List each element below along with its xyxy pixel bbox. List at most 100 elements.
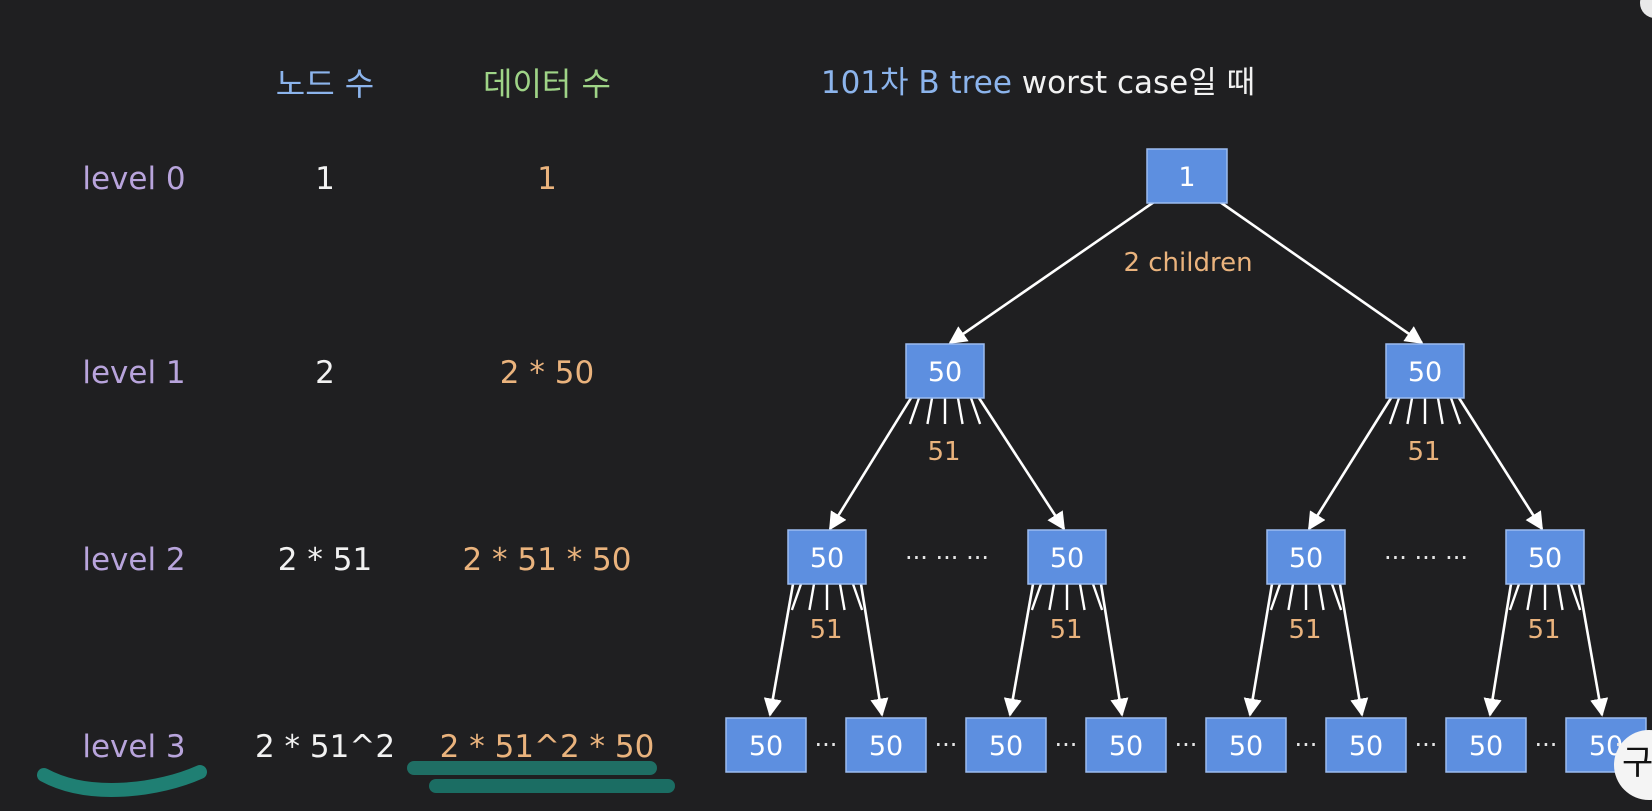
level1-node-2-fanout [1388, 397, 1462, 425]
level2-node-1-fanout-line-4 [851, 583, 864, 611]
level3-node-2: 50 [845, 717, 927, 773]
level3-ellipsis-4: ··· [1175, 731, 1198, 759]
level2-node-2-fanout-line-4 [1091, 583, 1104, 611]
level3-node-7-label: 50 [1469, 731, 1503, 762]
level2-node-2-box [1027, 529, 1107, 585]
level2-node-1-fanout-label: 51 [809, 615, 842, 645]
edge-root-left [948, 200, 1155, 345]
level2-node-3-fanout-line-0 [1269, 583, 1282, 611]
level3-node-2-box [845, 717, 927, 773]
level2-node-4-fanout [1508, 583, 1582, 611]
edge-level2-3-to-level3-left [1243, 583, 1274, 717]
level1-node-2: 50 [1385, 343, 1465, 399]
level-2-data-count: 2 * 51 * 50 [462, 542, 632, 578]
edge-level2-4-to-level3-right [1577, 583, 1609, 717]
level1-node-1-box [905, 343, 985, 399]
level-0-node-count: 1 [315, 161, 335, 197]
diagram-title-case: worst case일 때 [1011, 65, 1256, 101]
level2-node-4-fanout-line-3 [1556, 583, 1564, 611]
header-data-count: 데이터 수 [483, 65, 611, 103]
edge-level2-1-to-level3-right [859, 583, 889, 717]
level3-ellipsis-5: ··· [1295, 731, 1318, 759]
level-3-data-count: 2 * 51^2 * 50 [439, 729, 655, 765]
level1-node-2-fanout-line-4 [1449, 397, 1462, 425]
level3-ellipsis-2: ··· [935, 731, 958, 759]
level-0-data-count: 1 [537, 161, 557, 197]
edge-root-right [1219, 200, 1424, 345]
level-1-label: level 1 [82, 355, 186, 391]
level3-node-3-label: 50 [989, 731, 1023, 762]
level-1-node-count: 2 [315, 355, 335, 391]
level1-node-1-fanout-line-0 [908, 397, 921, 425]
level3-node-3: 50 [965, 717, 1047, 773]
level2-node-1-fanout [790, 583, 864, 611]
level2-node-1: 50 [787, 529, 867, 585]
root-node-label: 1 [1178, 162, 1195, 193]
level-3-label: level 3 [82, 729, 186, 765]
level-3-node-count: 2 * 51^2 [254, 729, 396, 765]
level2-node-3: 50 [1266, 529, 1346, 585]
edge-level2-1-to-level3-left [763, 583, 795, 717]
level-2-node-count: 2 * 51 [277, 542, 373, 578]
level1-node-1-fanout [908, 397, 982, 425]
level2-node-3-fanout-line-4 [1330, 583, 1343, 611]
level-0-label: level 0 [82, 161, 186, 197]
level2-ellipsis-right: ··· ··· ··· [1384, 544, 1468, 572]
level3-node-5-label: 50 [1229, 731, 1263, 762]
level2-node-4-fanout-label: 51 [1527, 615, 1560, 645]
level2-node-4-box [1505, 529, 1585, 585]
level3-ellipsis-1: ··· [815, 731, 838, 759]
root-node-box [1146, 148, 1228, 204]
level3-node-1-label: 50 [749, 731, 783, 762]
level3-ellipsis-7: ··· [1535, 731, 1558, 759]
level3-node-4-box [1085, 717, 1167, 773]
level2-ellipsis-left: ··· ··· ··· [905, 544, 989, 572]
level2-node-2-fanout-label: 51 [1049, 615, 1082, 645]
level3-node-5-box [1205, 717, 1287, 773]
tree-edges [763, 200, 1609, 717]
level3-ellipsis-6: ··· [1415, 731, 1438, 759]
level2-node-1-fanout-line-1 [808, 583, 816, 611]
level2-node-2: 50 [1027, 529, 1107, 585]
level3-node-6-box [1325, 717, 1407, 773]
level2-node-4-fanout-line-1 [1526, 583, 1534, 611]
level3-ellipsis-3: ··· [1055, 731, 1078, 759]
level1-node-2-fanout-line-0 [1388, 397, 1401, 425]
edge-level1-1-to-level2-2 [977, 397, 1066, 531]
level2-node-3-fanout-label: 51 [1288, 615, 1321, 645]
level3-node-4-label: 50 [1109, 731, 1143, 762]
edge-level2-4-to-level3-left [1483, 583, 1513, 717]
level3-node-1: 50 [725, 717, 807, 773]
level3-node-3-box [965, 717, 1047, 773]
edge-level1-2-to-level2-4 [1457, 397, 1544, 531]
level2-node-3-fanout-line-1 [1287, 583, 1295, 611]
level1-node-2-label: 50 [1408, 357, 1442, 388]
level2-node-4-fanout-line-0 [1508, 583, 1521, 611]
level1-node-1-label: 50 [928, 357, 962, 388]
edge-level2-3-to-level3-right [1338, 583, 1369, 717]
level1-node-1: 50 [905, 343, 985, 399]
level3-node-1-box [725, 717, 807, 773]
tree-labels: 2 children 51 51 ··· ··· ··· ··· ··· ··· 51 51… [809, 248, 1637, 759]
level2-node-1-fanout-line-0 [790, 583, 803, 611]
level2-node-1-box [787, 529, 867, 585]
level2-node-2-fanout-line-3 [1078, 583, 1086, 611]
root-node: 1 [1146, 148, 1228, 204]
level3-node-7: 50 [1445, 717, 1527, 773]
level1-node-1-fanout-label: 51 [927, 437, 960, 467]
level2-node-4: 50 [1505, 529, 1585, 585]
level2-node-3-fanout-line-3 [1317, 583, 1325, 611]
level2-node-4-label: 50 [1528, 543, 1562, 574]
level2-node-2-fanout-line-1 [1048, 583, 1056, 611]
level1-node-2-fanout-label: 51 [1407, 437, 1440, 467]
level3-node-6-label: 50 [1349, 731, 1383, 762]
level2-node-3-label: 50 [1289, 543, 1323, 574]
level2-node-1-label: 50 [810, 543, 844, 574]
level3-node-5: 50 [1205, 717, 1287, 773]
root-children-label: 2 children [1123, 248, 1252, 278]
level1-node-1-fanout-line-3 [956, 397, 964, 425]
level1-node-2-fanout-line-3 [1436, 397, 1444, 425]
level1-node-1-fanout-line-4 [969, 397, 982, 425]
level3-highlight-stroke [37, 765, 207, 797]
